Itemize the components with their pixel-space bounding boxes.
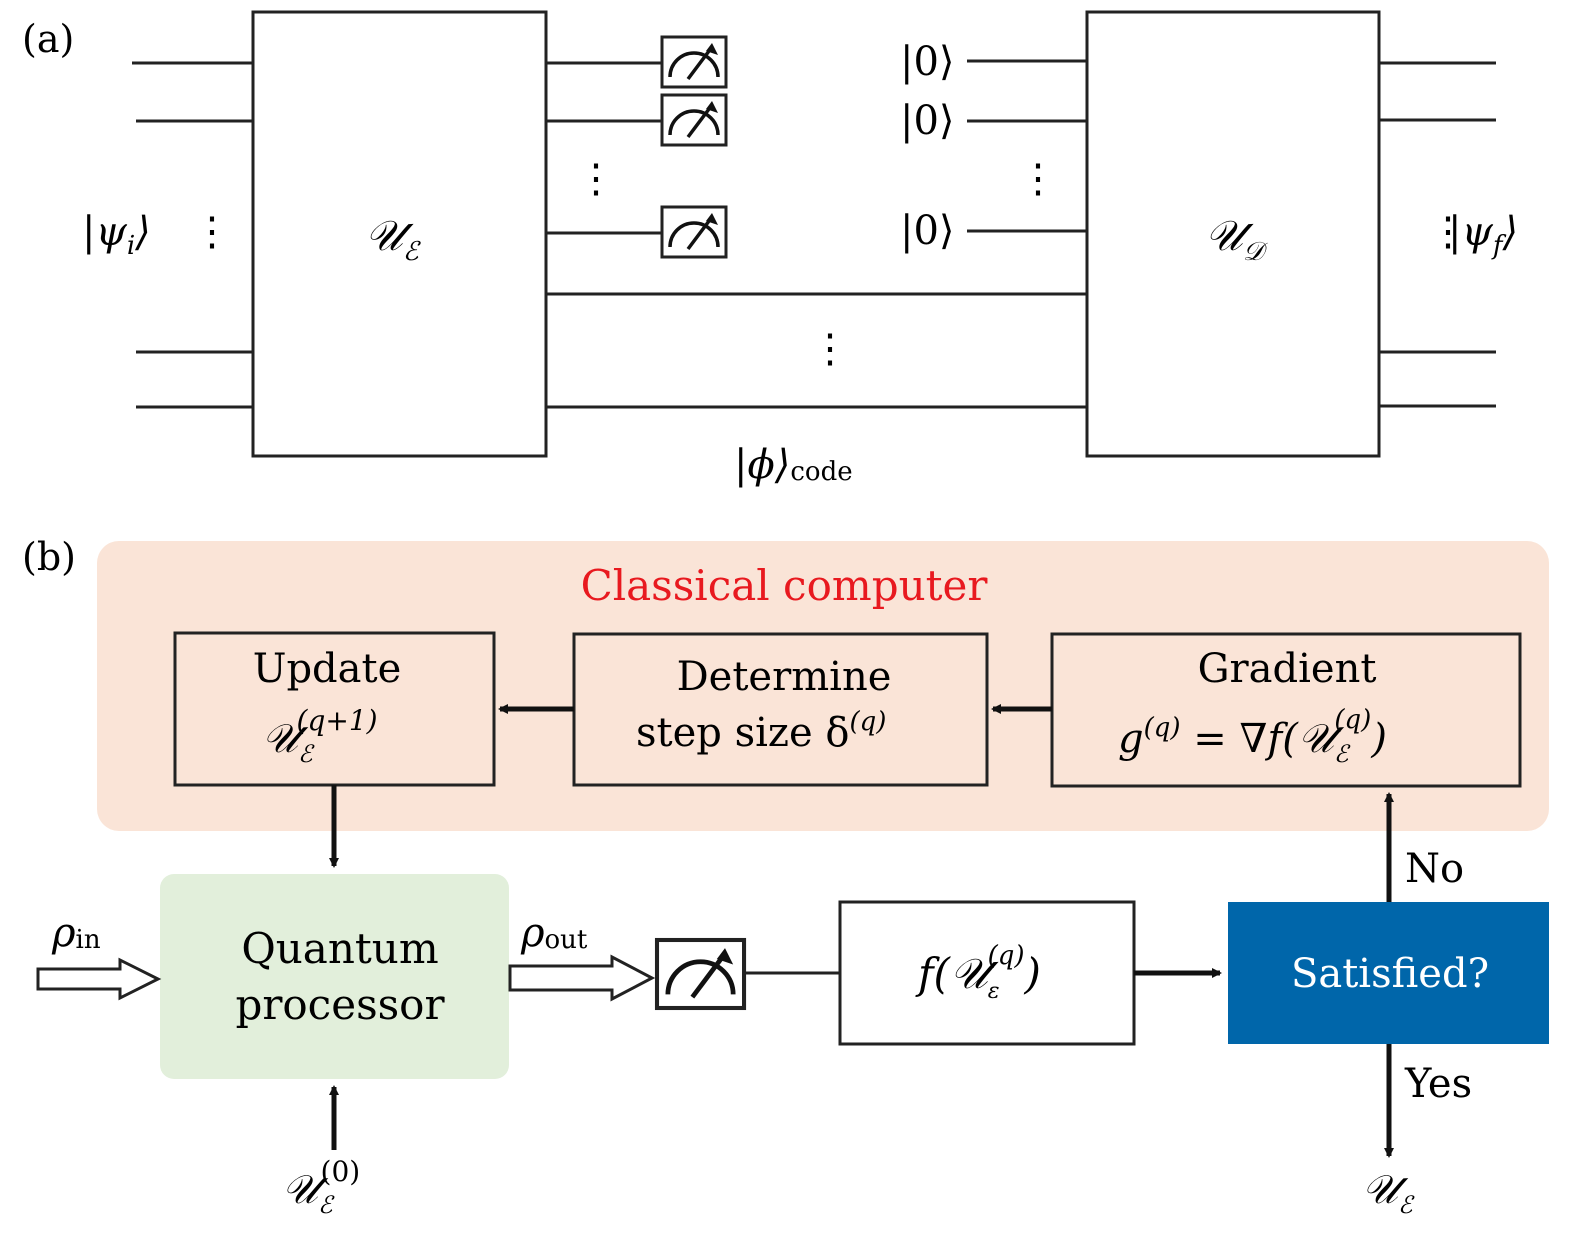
update-label: Update [253,646,402,692]
no-label: No [1405,846,1464,892]
gradient-formula: g(q) = ∇f(𝒰ℰ(q)) [1118,705,1387,768]
quantum-processor-label: Quantum [241,924,438,973]
output-wires [1379,61,1496,408]
panel-a-label: (a) [22,17,74,61]
step-size-title: Determine [677,654,892,700]
code-wires [546,292,1087,409]
initial-unitary-label: 𝒰ℰ(0) [282,1155,360,1219]
encoder-box [251,10,548,458]
panel-a: (a) |ψi⟩ ⋮ 𝒰ℰ ⋮ ⋮ |ϕ⟩code [22,10,1518,488]
ancilla-wires [967,59,1087,233]
classical-computer-region [97,541,1549,831]
rho-out-label: ρout [520,910,588,956]
step-size-formula: step size δ(q) [636,707,886,756]
quantum-processor-label: processor [235,980,445,1029]
output-ellipsis: ⋮ [1428,209,1468,255]
gradient-title: Gradient [1198,646,1377,692]
rho-out-arrow [508,954,656,1002]
ancilla-state-label: |0⟩ [900,98,955,144]
code-ellipsis: ⋮ [810,326,850,372]
input-ellipsis: ⋮ [192,209,232,255]
measurement-meter-icon [657,940,744,1008]
update-formula: 𝒰ℰ(q+1) [262,704,378,768]
ancilla-state-label: |0⟩ [900,208,955,254]
output-state-label: |ψf⟩ [1448,209,1518,261]
measurement-meter-icon [660,35,728,89]
measured-ellipsis: ⋮ [576,156,616,202]
panel-b-label: (b) [22,535,76,579]
satisfied-decision-box [1228,902,1549,1044]
measurement-meter-icon [660,205,728,259]
input-wires [132,61,253,409]
ancilla-ellipsis: ⋮ [1018,156,1058,202]
classical-computer-title: Classical computer [581,561,989,610]
code-state-label: |ϕ⟩code [734,442,853,488]
objective-function-label: f(𝒰ε(q)) [915,941,1041,1004]
input-state-label: |ψi⟩ [82,209,151,261]
ancilla-state-label: |0⟩ [900,39,955,85]
quantum-processor-box [160,874,509,1079]
objective-function-box [838,900,1136,1046]
measured-wires [546,61,662,235]
satisfied-decision-label: Satisfied? [1291,951,1489,997]
measurement-meter-icon [660,93,728,147]
final-unitary-label: 𝒰ℰ [1362,1167,1415,1219]
yes-label: Yes [1404,1061,1472,1107]
decoder-box [1085,10,1381,458]
rho-in-label: ρin [51,910,101,956]
rho-in-arrow [36,957,162,1001]
panel-b: (b) Classical computer Update 𝒰ℰ(q+1) De… [22,535,1549,1219]
